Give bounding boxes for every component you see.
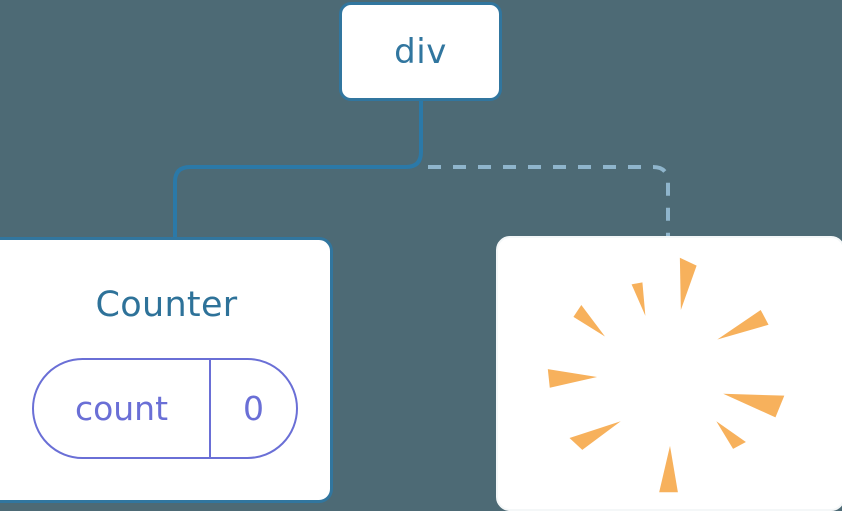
node-counter[interactable]: Counter count 0 [0,237,333,503]
state-pill-key: count [34,360,211,457]
connector-div-to-burst [428,165,670,240]
sparkle-burst-icon [547,257,785,493]
connector-div-to-counter [173,101,423,240]
node-div[interactable]: div [339,2,502,101]
node-burst[interactable] [496,236,842,511]
node-counter-label: Counter [95,285,238,325]
state-pill-count[interactable]: count 0 [32,358,298,459]
node-div-label: div [394,31,447,72]
state-pill-value: 0 [243,389,264,428]
